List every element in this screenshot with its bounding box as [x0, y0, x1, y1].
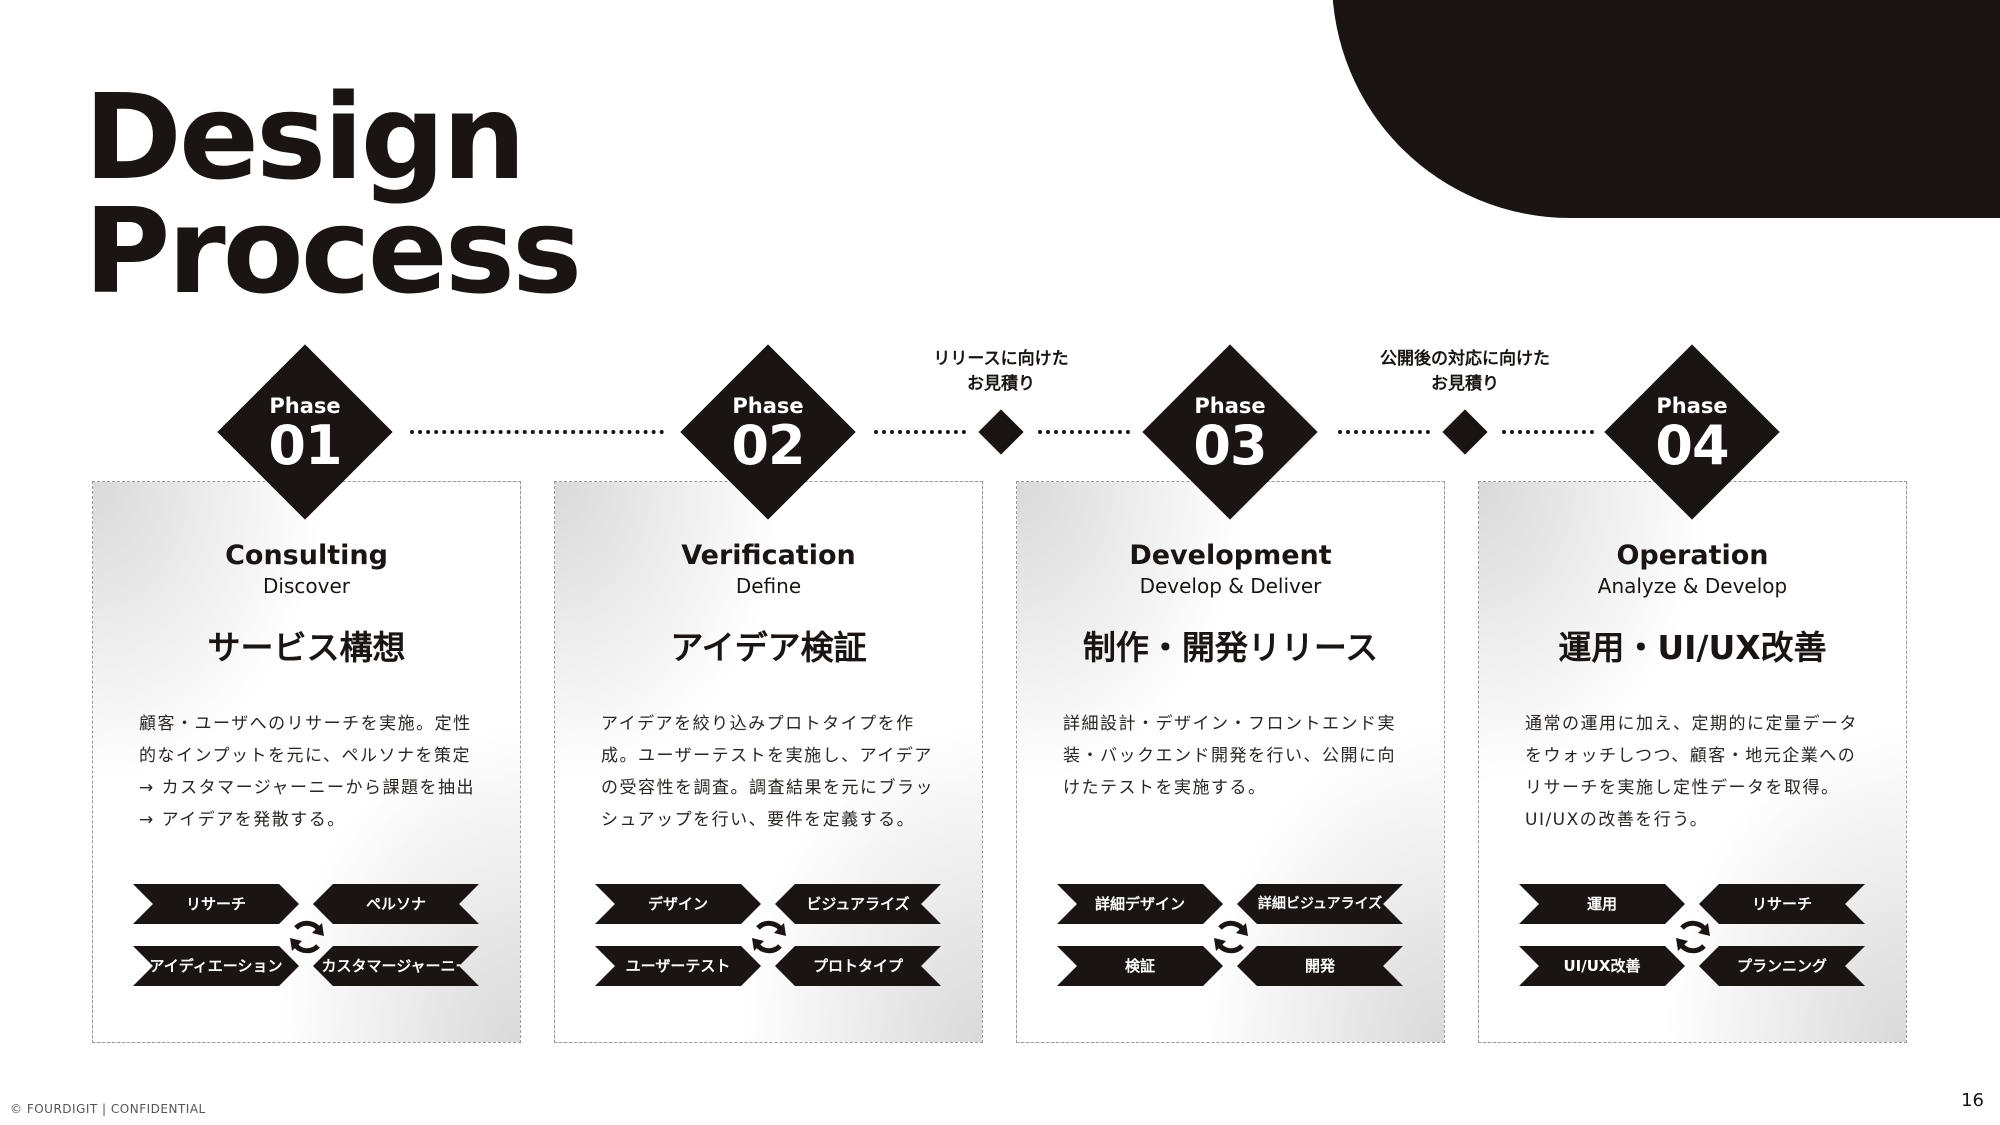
cycle-arrows-icon	[290, 920, 324, 954]
timeline-connector	[874, 430, 966, 434]
activity-tag: アイディエーション	[133, 946, 299, 986]
phase-subheading: Analyze & Develop	[1597, 574, 1788, 598]
page-title-line2: Process	[84, 182, 582, 320]
phase-description: アイデアを絞り込みプロトタイプを作成。ユーザーテストを実施し、アイデアの受容性を…	[601, 714, 934, 830]
phase-card-operation: Operation Analyze & Develop 運用・UI/UX改善 通…	[1478, 481, 1907, 1043]
phase-number: 04	[1655, 414, 1729, 477]
activity-tag: 詳細ビジュアライズ	[1237, 884, 1403, 924]
activity-tag: デザイン	[595, 884, 761, 924]
phase-jp-title: 制作・開発リリース	[1082, 628, 1379, 667]
phase-jp-title: アイデア検証	[670, 628, 867, 667]
milestone-label-line2: お見積り	[967, 374, 1035, 394]
phase-card-development: Development Develop & Deliver 制作・開発リリース …	[1016, 481, 1445, 1043]
milestone-diamond-icon	[1442, 409, 1488, 455]
footer-copyright: © FOURDIGIT | CONFIDENTIAL	[10, 1102, 206, 1116]
phase-badge-02: Phase 02	[680, 344, 856, 520]
phase-description: 通常の運用に加え、定期的に定量データをウォッチしつつ、顧客・地元企業へのリサーチ…	[1525, 714, 1858, 830]
phase-description: 顧客・ユーザへのリサーチを実施。定性的なインプットを元に、ペルソナを策定 → カ…	[139, 714, 475, 830]
activity-tag: 運用	[1519, 884, 1685, 924]
timeline-connector	[1038, 430, 1130, 434]
timeline-connector	[1502, 430, 1594, 434]
phase-word: Phase	[269, 394, 341, 418]
phase-heading: Consulting	[225, 540, 388, 571]
phase-badge-04: Phase 04	[1604, 344, 1780, 520]
phase-badge-03: Phase 03	[1142, 344, 1318, 520]
phase-badge-01: Phase 01	[217, 344, 393, 520]
cycle-arrows-icon	[1214, 920, 1248, 954]
activity-tag: ユーザーテスト	[595, 946, 761, 986]
activity-tag: カスタマージャーニー	[313, 946, 479, 986]
phase-heading: Development	[1129, 540, 1332, 571]
activity-tag: リサーチ	[133, 884, 299, 924]
activity-tag: ビジュアライズ	[775, 884, 941, 924]
phase-heading: Operation	[1616, 540, 1769, 571]
decorative-corner-shape	[1332, 0, 2000, 218]
activity-tag: 開発	[1237, 946, 1403, 986]
phase-number: 01	[268, 414, 342, 477]
phase-card-verification: Verification Define アイデア検証 アイデアを絞り込みプロトタ…	[554, 481, 983, 1043]
phase-word: Phase	[732, 394, 804, 418]
phase-number: 02	[731, 414, 805, 477]
page-title-line1: Design	[84, 68, 526, 206]
phase-jp-title: サービス構想	[207, 628, 406, 667]
phase-jp-title: 運用・UI/UX改善	[1558, 628, 1827, 667]
phase-subheading: Develop & Deliver	[1139, 574, 1322, 598]
activity-tag: 詳細デザイン	[1057, 884, 1223, 924]
activity-tag: プランニング	[1699, 946, 1865, 986]
phase-card-consulting: Consulting Discover サービス構想 顧客・ユーザへのリサーチを…	[92, 481, 521, 1043]
milestone-label-line1: 公開後の対応に向けた	[1380, 349, 1550, 369]
milestone-label: 公開後の対応に向けた お見積り	[1355, 347, 1575, 397]
phase-heading: Verification	[681, 540, 856, 571]
cycle-arrows-icon	[752, 920, 786, 954]
phase-number: 03	[1193, 414, 1267, 477]
phase-subheading: Define	[735, 574, 802, 598]
activity-tag: リサーチ	[1699, 884, 1865, 924]
activity-tag: UI/UX改善	[1519, 946, 1685, 986]
phase-description: 詳細設計・デザイン・フロントエンド実装・バックエンド開発を行い、公開に向けたテス…	[1063, 714, 1396, 798]
activity-tag: ペルソナ	[313, 884, 479, 924]
milestone-label-line1: リリースに向けた	[933, 349, 1069, 369]
activity-tag: プロトタイプ	[775, 946, 941, 986]
page-number: 16	[1961, 1090, 1984, 1111]
milestone-label-line2: お見積り	[1431, 374, 1499, 394]
timeline-connector	[410, 430, 664, 434]
timeline-connector	[1338, 430, 1430, 434]
milestone-label: リリースに向けた お見積り	[891, 347, 1111, 397]
phase-subheading: Discover	[263, 574, 350, 598]
phase-word: Phase	[1194, 394, 1266, 418]
cycle-arrows-icon	[1676, 920, 1710, 954]
milestone-diamond-icon	[978, 409, 1024, 455]
page-title: Design Process	[84, 68, 582, 320]
phase-word: Phase	[1656, 394, 1728, 418]
activity-tag: 検証	[1057, 946, 1223, 986]
